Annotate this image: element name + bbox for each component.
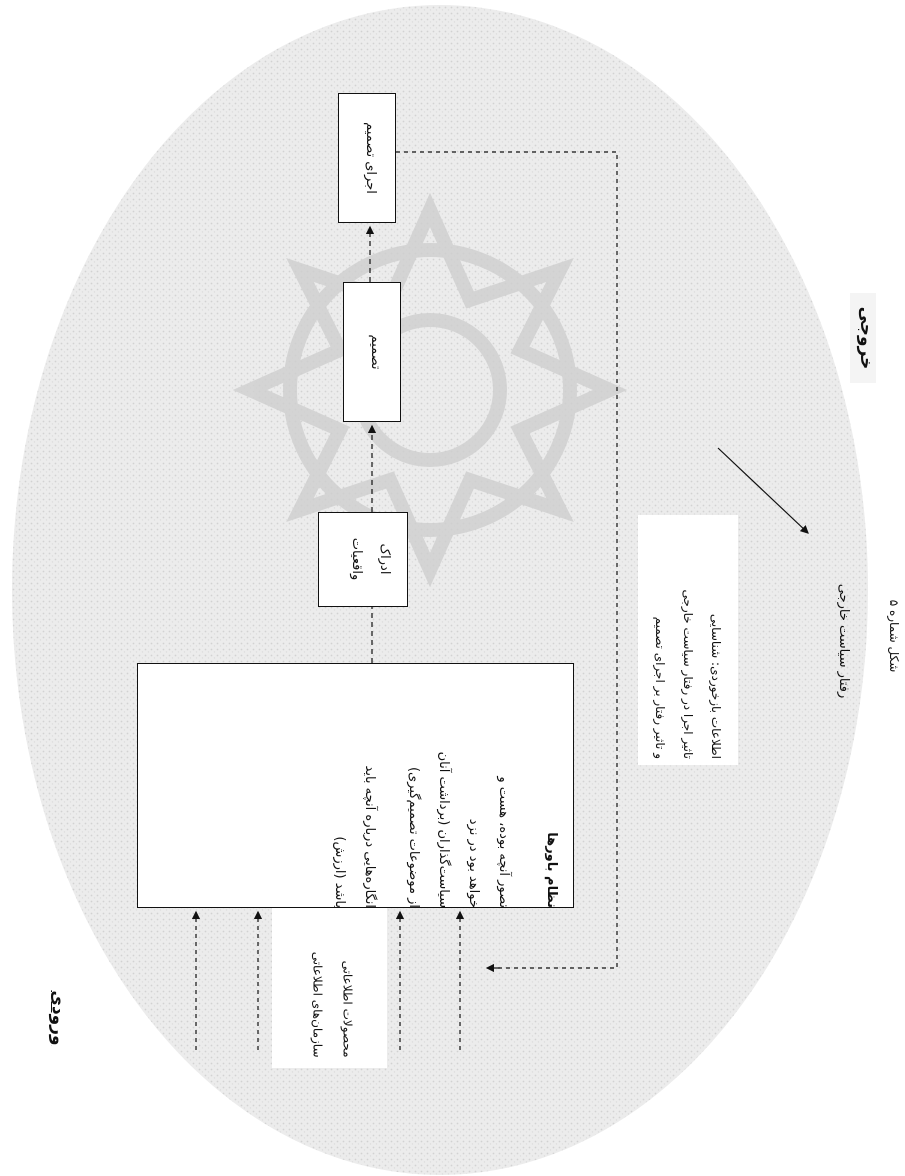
perception-line-2: واقعیات bbox=[349, 537, 364, 581]
belief-line-4: از موضوعات تصمیم‌گیری) bbox=[406, 766, 421, 908]
implementation-label: اجرای تصمیم bbox=[363, 122, 378, 194]
output-label: خروجی bbox=[850, 293, 876, 383]
figure-caption: شکل شماره ۵ bbox=[887, 599, 901, 673]
perception-text: ادراک واقعیات bbox=[328, 514, 398, 604]
info-inputs-note-bg bbox=[272, 908, 387, 1068]
perception-line-1: ادراک bbox=[377, 543, 392, 575]
belief-line-6: باشد (ارزش) bbox=[332, 836, 347, 908]
feedback-line-2: تاثیر اجرا در رفتار سیاست خارجی bbox=[681, 589, 695, 759]
external-behavior-label: رفتار سیاست خارجی bbox=[836, 583, 851, 699]
belief-line-1: تصور آنچه بوده، هست و bbox=[496, 776, 511, 908]
belief-system-title: نظام باورها bbox=[544, 832, 559, 908]
feedback-note: اطلاعات بازخوردی: شناسایی تاثیر اجرا در … bbox=[638, 515, 738, 765]
belief-line-5: انگاره‌هایی درباره آنچه باید bbox=[362, 765, 377, 908]
belief-line-2: خواهد بود در نزد bbox=[466, 818, 481, 908]
belief-line-3: سیاست‌گذاران (برداشت آنان bbox=[436, 751, 451, 908]
decision-label: تصمیم bbox=[368, 334, 383, 370]
perception-box bbox=[318, 512, 408, 607]
input-label: ورودی bbox=[48, 990, 68, 1046]
implementation-box bbox=[338, 93, 396, 223]
info-inputs-note: محصولات اطلاعاتی سازمان‌های اطلاعاتی bbox=[275, 911, 385, 1066]
feedback-line-3: و تاثیر رفتار بر اجرای تصمیم bbox=[653, 616, 667, 759]
info-inputs-line-2: سازمان‌های اطلاعاتی bbox=[310, 951, 325, 1058]
info-inputs-line-1: محصولات اطلاعاتی bbox=[340, 960, 355, 1058]
feedback-note-bg bbox=[638, 515, 738, 765]
decision-box bbox=[343, 282, 401, 422]
feedback-line-1: اطلاعات بازخوردی: شناسایی bbox=[709, 613, 723, 759]
belief-system-text: نظام باورها تصور آنچه بوده، هست و خواهد … bbox=[139, 663, 574, 908]
